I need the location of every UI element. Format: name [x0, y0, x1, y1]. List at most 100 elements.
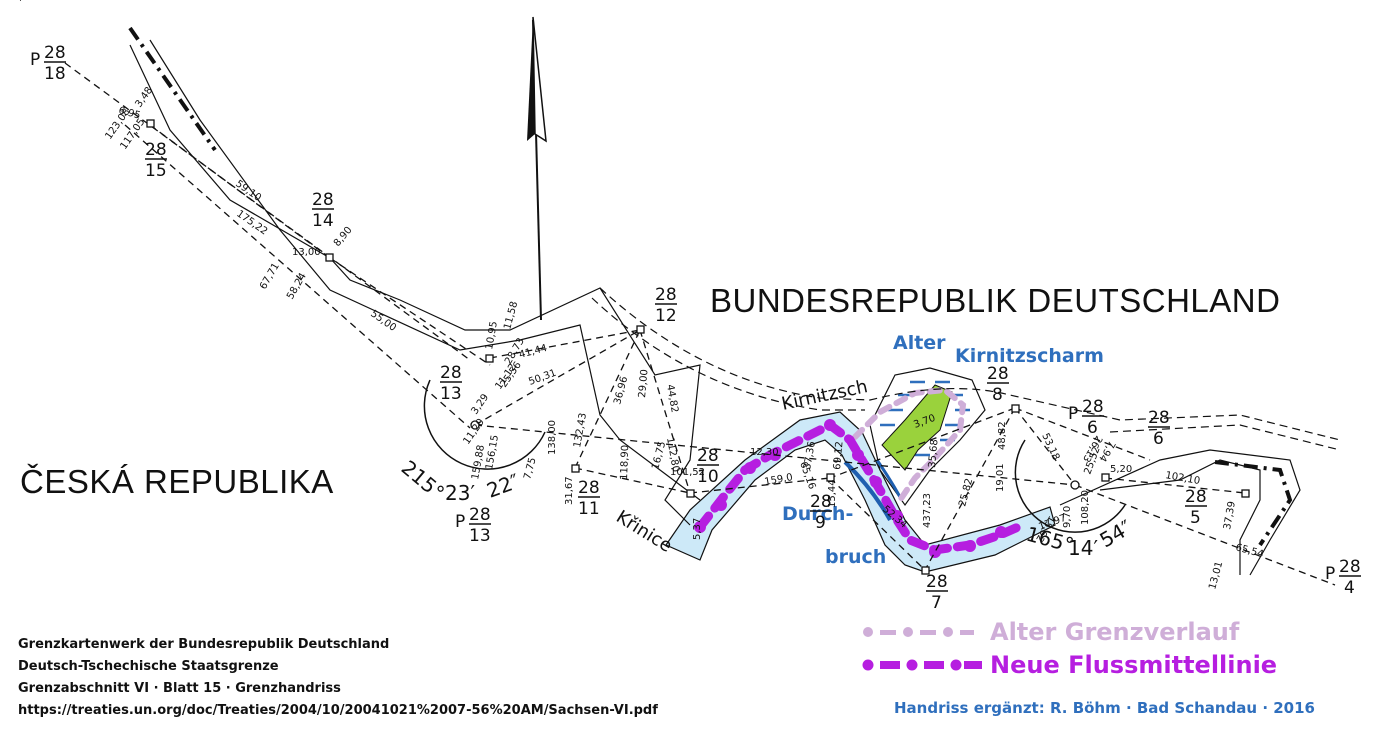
angle-right-sec: 54″: [1096, 515, 1137, 552]
measurement-label: 108,20: [1080, 490, 1091, 525]
measurement-label: 11,20: [461, 417, 486, 447]
point-label-28-9: 289: [810, 492, 832, 533]
point-top: 28: [145, 140, 167, 160]
old-border-swatch-icon: [863, 627, 974, 637]
country-label-czech: ČESKÁ REPUBLIKA: [20, 463, 334, 500]
point-bottom: 10: [697, 467, 719, 487]
point-top: 28: [697, 446, 719, 466]
measurement-label: 3,48: [133, 85, 155, 110]
point-bottom: 4: [1344, 578, 1355, 598]
author-credit: Handriss ergänzt: R. Böhm · Bad Schandau…: [894, 699, 1315, 717]
point-bottom: 15: [145, 161, 167, 181]
measurement-label: 8,90: [332, 225, 355, 249]
breach-bank: [843, 460, 892, 521]
point-bottom: 9: [815, 513, 826, 533]
road-lines: [591, 287, 1341, 451]
measurement-label: 65,16: [797, 460, 817, 491]
measurement-label: 138,00: [547, 420, 558, 455]
legend-item-old-border: Alter Grenzverlauf: [860, 618, 1239, 646]
point-prefix: P: [30, 50, 40, 70]
point-top: 28: [1148, 408, 1170, 428]
measurement-label: 16,75: [650, 440, 668, 471]
point-bottom: 7: [931, 593, 942, 613]
source-line-2: Deutsch-Tschechische Staatsgrenze: [18, 659, 279, 674]
angle-left-deg: 215°: [397, 455, 449, 504]
annotation-durch: Durch-: [782, 503, 853, 525]
measurement-label: 19,01: [995, 463, 1006, 492]
point-bottom: 11: [578, 499, 600, 519]
point-top: 28: [469, 505, 491, 525]
point-top: 28: [1185, 487, 1207, 507]
measurement-label: 159,0: [764, 472, 794, 488]
measurement-label: 69,12: [832, 441, 845, 470]
angle-left-sec: 22″: [484, 469, 523, 503]
centerline-dots: [694, 419, 1007, 558]
point-bottom: 18: [44, 64, 66, 84]
angle-arc-left: [423, 379, 546, 470]
point-label-28-8: 288: [987, 364, 1009, 405]
measurement-label: 48,82: [997, 421, 1008, 450]
measurement-label: 25,82: [957, 477, 975, 508]
measurement-label: 108,20: [0, 0, 35, 3]
north-arrow-icon: [527, 16, 547, 321]
boundary-markers: [146, 119, 1250, 575]
measurement-label: 53,18: [1039, 432, 1061, 463]
legend-label-new-line: Neue Flussmittellinie: [990, 651, 1278, 679]
legend-item-new-line: Neue Flussmittellinie: [860, 651, 1277, 679]
point-top: 28: [312, 190, 334, 210]
point-top: 28: [1339, 557, 1361, 577]
measurement-label: 44,82: [664, 384, 680, 414]
measurement-label: 13,01: [1207, 560, 1225, 591]
point-label-28-5: 285: [1185, 487, 1207, 528]
point-bottom: 6: [1153, 429, 1164, 449]
point-bottom: 12: [655, 306, 677, 326]
point-top: 28: [810, 492, 832, 512]
annotation-kirnitzscharm: Kirnitzscharm: [955, 345, 1104, 367]
point-bottom: 8: [992, 385, 1003, 405]
point-top: 28: [1082, 397, 1104, 417]
point-prefix: P: [1325, 564, 1335, 584]
annotation-alter: Alter: [893, 332, 946, 354]
measurement-label: 36,96: [612, 375, 630, 406]
measurement-label: 10,95: [484, 320, 500, 350]
measurement-label: 67,71: [258, 261, 282, 291]
point-top: 28: [655, 285, 677, 305]
angle-right-min: 14′: [1068, 536, 1098, 560]
measurement-label: 50,31: [527, 368, 558, 388]
measurement-label: 15,44: [827, 479, 838, 508]
measurement-label: 5,37: [692, 518, 703, 540]
measurement-label: 12,30: [750, 447, 779, 458]
angle-left-min: 23′: [445, 481, 475, 505]
measurement-label: 101,52: [670, 467, 705, 478]
point-bottom: 5: [1190, 508, 1201, 528]
breach-bank-2: [875, 459, 902, 498]
country-label-germany: BUNDESREPUBLIK DEUTSCHLAND: [710, 282, 1280, 319]
measurement-label: 7,75: [522, 456, 538, 480]
river-label-kirnitzsch: Kirnitzsch: [780, 376, 870, 415]
measurement-label: 3,29: [469, 392, 491, 417]
measurement-label: 31,67: [564, 476, 575, 505]
point-bottom: 13: [440, 384, 462, 404]
island-area: [881, 384, 953, 471]
measurement-label: 35,68: [927, 439, 940, 468]
measurement-label: 156,15: [484, 434, 501, 470]
point-top: 28: [578, 478, 600, 498]
point-label-28-7: 287: [926, 572, 948, 613]
point-bottom: 13: [469, 526, 491, 546]
annotation-bruch: bruch: [825, 546, 886, 568]
point-top: 28: [987, 364, 1009, 384]
border-symbol: [128, 26, 1293, 547]
angle-arc-right: [1014, 439, 1126, 533]
point-top: 28: [926, 572, 948, 592]
measurement-label: 13,00: [292, 247, 321, 258]
